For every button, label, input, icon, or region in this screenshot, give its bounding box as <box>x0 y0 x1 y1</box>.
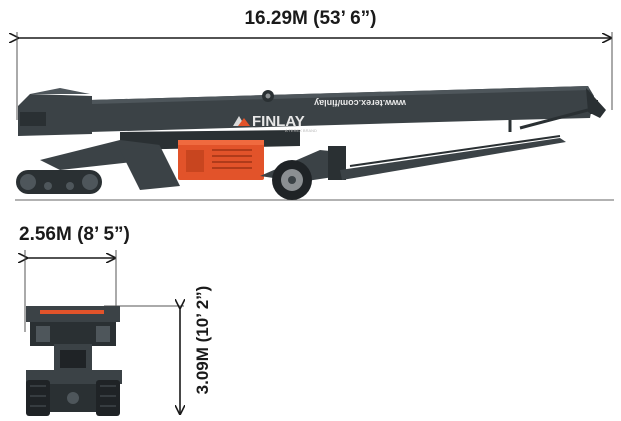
website-url: www.terex.com/finlay <box>314 98 407 108</box>
brand-text: FINLAY <box>252 113 305 130</box>
conveyor-boom <box>90 86 594 132</box>
power-unit-housing <box>178 140 264 180</box>
front-track-left <box>26 380 50 416</box>
brand-subtext: A TEREX BRAND <box>285 128 317 133</box>
overall-width-label: 2.56M (8’ 5”) <box>19 224 130 245</box>
length-dimension-line <box>17 32 613 120</box>
brand-logo: FINLAY A TEREX BRAND <box>233 113 317 133</box>
conveyor-side-view <box>16 86 606 200</box>
wheel <box>272 160 312 200</box>
width-dimension-line <box>25 250 117 332</box>
machine-front-view <box>26 306 122 416</box>
crawler-tracks <box>16 170 102 194</box>
telescopic-strut <box>340 138 566 180</box>
front-track-right <box>96 380 120 416</box>
overall-length-label: 16.29M (53’ 6”) <box>244 8 377 29</box>
